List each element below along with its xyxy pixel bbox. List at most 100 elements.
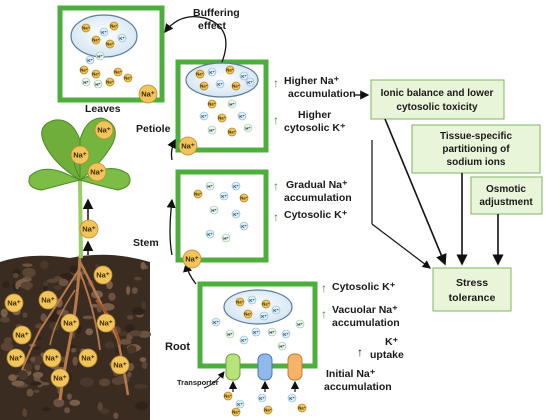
side-to-stress-arrow [371, 223, 431, 269]
potassium-ion: K⁺ [245, 77, 255, 87]
svg-text:H⁺: H⁺ [279, 344, 285, 349]
svg-text:Na⁺: Na⁺ [99, 319, 113, 328]
transporter-pointer [203, 371, 225, 389]
svg-text:Na⁺: Na⁺ [208, 101, 216, 106]
svg-text:K⁺: K⁺ [217, 82, 223, 87]
transporter-label: Transporter [177, 378, 219, 387]
svg-text:Na⁺: Na⁺ [92, 37, 100, 42]
proton-ion: H⁺ [295, 319, 305, 329]
svg-text:Na⁺: Na⁺ [53, 374, 67, 383]
sodium-ion: Na⁺ [81, 23, 91, 33]
proton-ion: H⁺ [225, 329, 235, 339]
up-arrow-icon: ↑ [273, 179, 279, 193]
leaves-label: Leaves [85, 103, 121, 115]
sodium-ion: Na⁺ [60, 313, 80, 333]
ionic-balance-box: Ionic balance and lower cytosolic toxici… [370, 79, 505, 120]
svg-text:K⁺: K⁺ [273, 308, 279, 313]
svg-text:K⁺: K⁺ [239, 114, 245, 119]
stress-tolerance-box: Stress tolerance [432, 267, 512, 312]
potassium-ion: K⁺ [287, 393, 297, 403]
potassium-ion: K⁺ [235, 399, 245, 409]
svg-text:Na⁺: Na⁺ [96, 271, 110, 280]
potassium-ion: K⁺ [231, 209, 241, 219]
ions-layer: Na⁺Na⁺Na⁺Na⁺Na⁺Na⁺Na⁺Na⁺Na⁺Na⁺Na⁺Na⁺Na⁺N… [4, 21, 307, 417]
svg-text:Na⁺: Na⁺ [226, 67, 234, 72]
svg-text:H⁺: H⁺ [97, 54, 103, 59]
svg-text:H⁺: H⁺ [83, 80, 89, 85]
sodium-ion: Na⁺ [231, 81, 241, 91]
sodium-ion: Na⁺ [243, 309, 253, 319]
up-arrow-icon: ↑ [273, 76, 279, 90]
petiole-higher-k-2: cytosolic K⁺ [284, 122, 346, 134]
potassium-ion: K⁺ [247, 295, 257, 305]
root-initial-na-1: Initial Na⁺ [326, 368, 376, 380]
up-arrow-icon: ↑ [321, 281, 327, 295]
proton-ion: H⁺ [243, 123, 253, 133]
stem-to-stem-arrow [166, 198, 176, 256]
svg-text:K⁺: K⁺ [213, 320, 219, 325]
proton-ion: H⁺ [221, 233, 231, 243]
svg-text:Na⁺: Na⁺ [264, 407, 272, 412]
svg-text:K⁺: K⁺ [241, 74, 247, 79]
svg-text:Na⁺: Na⁺ [106, 79, 114, 84]
svg-text:K⁺: K⁺ [207, 232, 213, 237]
svg-text:Na⁺: Na⁺ [218, 115, 226, 120]
svg-text:Na⁺: Na⁺ [15, 331, 29, 340]
sodium-ion: Na⁺ [50, 368, 70, 388]
svg-text:Na⁺: Na⁺ [110, 23, 118, 28]
up-arrow-icon: ↑ [357, 345, 363, 359]
petiole-higher-na-1: Higher Na⁺ [284, 75, 340, 87]
svg-text:Na⁺: Na⁺ [196, 71, 204, 76]
sodium-ion: Na⁺ [113, 67, 123, 77]
svg-text:Na⁺: Na⁺ [81, 354, 95, 363]
sodium-ion: Na⁺ [263, 405, 273, 415]
svg-text:Na⁺: Na⁺ [113, 361, 127, 370]
sodium-ion: Na⁺ [231, 407, 241, 417]
svg-text:K⁺: K⁺ [101, 30, 107, 35]
svg-text:K⁺: K⁺ [283, 332, 289, 337]
potassium-ion: K⁺ [271, 305, 281, 315]
svg-text:K⁺: K⁺ [249, 298, 255, 303]
up-arrow-icon: ↑ [273, 113, 279, 127]
svg-text:Na⁺: Na⁺ [45, 354, 59, 363]
svg-text:H⁺: H⁺ [229, 102, 235, 107]
svg-text:Tissue-specific: Tissue-specific [440, 131, 513, 142]
proton-ion: H⁺ [209, 205, 219, 215]
sodium-ion: Na⁺ [227, 127, 237, 137]
root-k-uptake-1: K⁺ [385, 336, 399, 348]
sodium-ion: Na⁺ [182, 249, 202, 269]
svg-text:Ionic balance and lower: Ionic balance and lower [381, 88, 494, 99]
sodium-ion: Na⁺ [4, 293, 24, 313]
stem-gradual-na-2: accumulation [284, 192, 352, 204]
proton-ion: H⁺ [267, 327, 277, 337]
sodium-ion: Na⁺ [207, 99, 217, 109]
svg-text:K⁺: K⁺ [201, 114, 207, 119]
up-arrow-icon: ↑ [321, 307, 327, 321]
potassium-ion: K⁺ [251, 327, 261, 337]
svg-text:Na⁺: Na⁺ [124, 75, 132, 80]
proton-ion: H⁺ [81, 77, 91, 87]
svg-text:K⁺: K⁺ [237, 402, 243, 407]
potassium-ion: K⁺ [117, 33, 127, 43]
svg-text:sodium ions: sodium ions [447, 157, 506, 168]
potassium-ion: K⁺ [99, 27, 109, 37]
potassium-ion: K⁺ [237, 111, 247, 121]
sodium-ion: Na⁺ [105, 39, 115, 49]
root-k-uptake-2: uptake [370, 349, 404, 361]
buffering-arrow [164, 15, 227, 63]
svg-text:Na⁺: Na⁺ [7, 299, 21, 308]
svg-text:Na⁺: Na⁺ [228, 129, 236, 134]
sodium-ion: Na⁺ [87, 162, 107, 182]
svg-text:K⁺: K⁺ [259, 396, 265, 401]
sodium-ion: Na⁺ [261, 299, 271, 309]
potassium-ion: K⁺ [215, 79, 225, 89]
sodium-ion: Na⁺ [178, 136, 198, 156]
petiole-cell [175, 59, 269, 153]
potassium-ion: K⁺ [219, 191, 229, 201]
svg-text:cytosolic toxicity: cytosolic toxicity [396, 102, 478, 113]
osmotic-box: Osmotic adjustment [470, 176, 543, 215]
svg-text:Na⁺: Na⁺ [114, 69, 122, 74]
sodium-ion: Na⁺ [94, 120, 114, 140]
